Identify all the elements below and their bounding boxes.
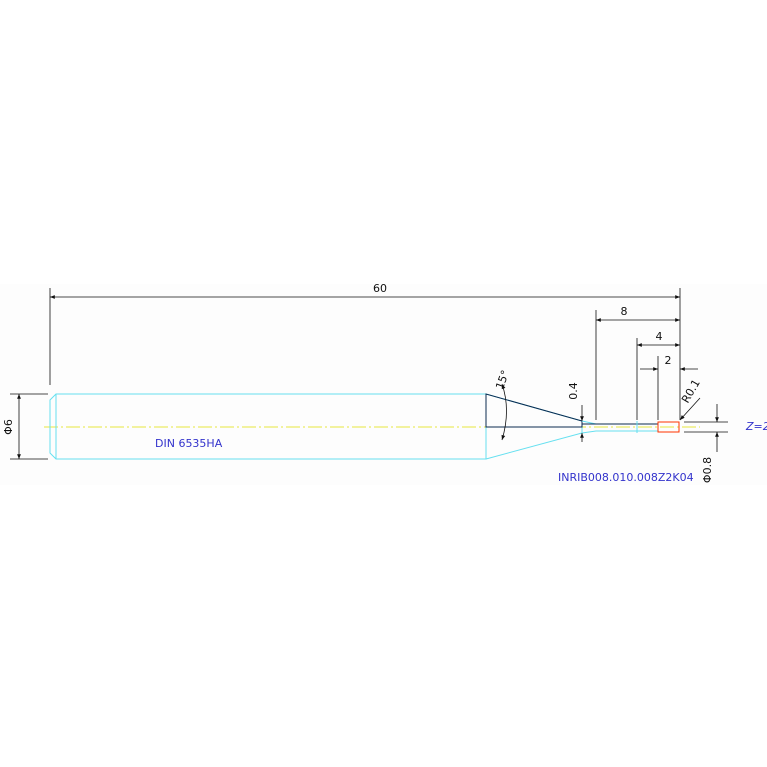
radius-leader <box>679 397 701 421</box>
dim-text-flute-length: 8 <box>621 305 628 318</box>
cutting-tip <box>657 421 680 433</box>
dim-text-reach-length: 4 <box>656 330 663 343</box>
dim-text-neck-diameter: 0.4 <box>567 382 580 400</box>
drawing-background <box>0 284 767 485</box>
dim-text-corner-radius: R0.1 <box>679 377 703 405</box>
dim-text-taper-angle: 15° <box>493 368 512 391</box>
label-part-number: INRIB008.010.008Z2K04 <box>558 471 694 484</box>
taper-section <box>485 393 583 428</box>
dim-text-tip-diameter: Φ0.8 <box>701 457 714 483</box>
dim-text-overall-length: 60 <box>373 282 387 295</box>
label-shank-standard: DIN 6535HA <box>155 437 223 450</box>
dim-text-cut-length: 2 <box>665 354 672 367</box>
label-flutes: Z=2 <box>745 420 767 433</box>
dim-text-shank-diameter: Φ6 <box>2 419 15 435</box>
angle-arc <box>501 383 507 441</box>
